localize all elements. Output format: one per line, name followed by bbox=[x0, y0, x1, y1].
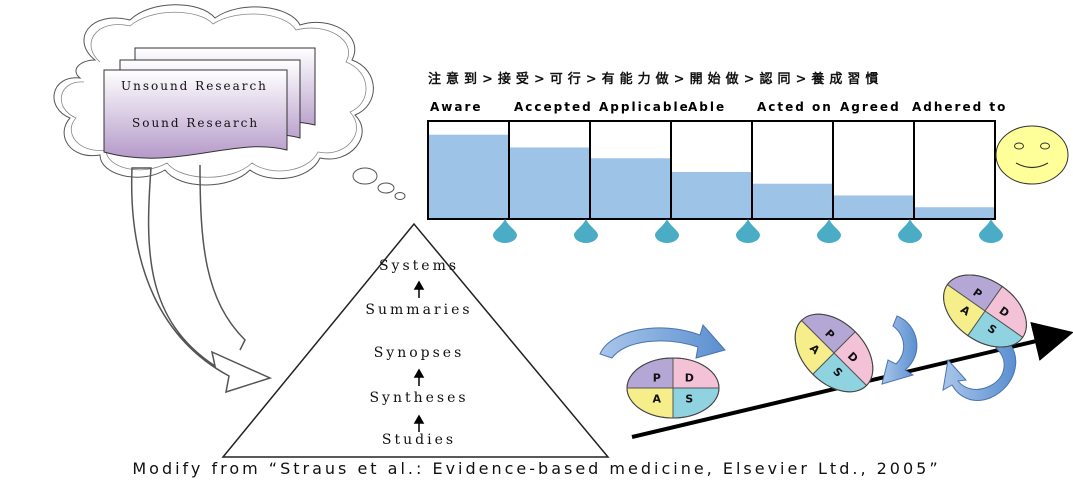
pdsa-segment bbox=[672, 387, 720, 419]
pdsa-wheel-icon: P DS A bbox=[626, 357, 720, 419]
pdsa-wheel-outline bbox=[626, 357, 720, 419]
circular-arrow-icon bbox=[599, 315, 1017, 401]
drop-icon bbox=[736, 219, 760, 243]
down-arrow-icon bbox=[130, 164, 273, 394]
pyramid-level-syntheses: Syntheses bbox=[369, 390, 469, 406]
stage-fill-bar bbox=[591, 158, 670, 218]
pyramid-level-systems: Systems bbox=[378, 258, 460, 274]
stage-label: Accepted bbox=[514, 100, 593, 114]
drop-icon bbox=[898, 219, 922, 243]
pdsa-letter: S bbox=[685, 393, 693, 406]
stage-label: Aware bbox=[430, 100, 483, 114]
pdsa-wheel-outline bbox=[794, 313, 874, 393]
pyramid-arrows bbox=[413, 280, 425, 432]
chinese-stage-header: 注意到>接受>可行>有能力做>開始做>認同>養成習慣 bbox=[428, 72, 884, 87]
evidence-pyramid bbox=[221, 222, 610, 458]
drop-icon bbox=[655, 219, 679, 243]
stage-label: Able bbox=[688, 100, 727, 114]
pdsa-letter: A bbox=[652, 393, 661, 406]
pdsa-letter: D bbox=[685, 371, 694, 384]
stage-label: Applicable bbox=[599, 100, 690, 114]
pdsa-wheel-outline bbox=[943, 274, 1027, 348]
pdsa-segment bbox=[672, 357, 720, 389]
drop-icon bbox=[574, 219, 598, 243]
document-stack-icon bbox=[103, 47, 316, 159]
unsound-research-label: Unsound Research bbox=[121, 79, 268, 93]
smiley-face-icon bbox=[995, 125, 1069, 185]
pdsa-letter: P bbox=[653, 371, 661, 384]
stage-label: Adhered to bbox=[912, 100, 1008, 114]
pyramid-level-summaries: Summaries bbox=[365, 302, 473, 318]
stage-fill-bar bbox=[915, 207, 994, 218]
drop-icon bbox=[979, 219, 1003, 243]
sound-research-label: Sound Research bbox=[132, 116, 260, 130]
stage-fill-bar bbox=[672, 171, 751, 218]
stage-cell bbox=[913, 120, 996, 220]
stage-label: Acted on bbox=[757, 100, 833, 114]
stage-fill-bar bbox=[429, 134, 508, 218]
pdsa-segment bbox=[626, 387, 674, 419]
stage-fill-bar bbox=[834, 195, 913, 218]
citation-footer: Modify from “Straus et al.: Evidence-bas… bbox=[132, 459, 941, 478]
drop-icon bbox=[817, 219, 841, 243]
pyramid-level-synopses: Synopses bbox=[373, 345, 465, 361]
pyramid-level-studies: Studies bbox=[381, 432, 457, 448]
stage-bar-chart bbox=[427, 120, 1003, 243]
stage-fill-bar bbox=[510, 147, 589, 218]
stage-label: Agreed bbox=[840, 100, 901, 114]
drop-icon bbox=[493, 219, 517, 243]
pdsa-segment bbox=[626, 357, 674, 389]
stage-fill-bar bbox=[753, 183, 832, 218]
